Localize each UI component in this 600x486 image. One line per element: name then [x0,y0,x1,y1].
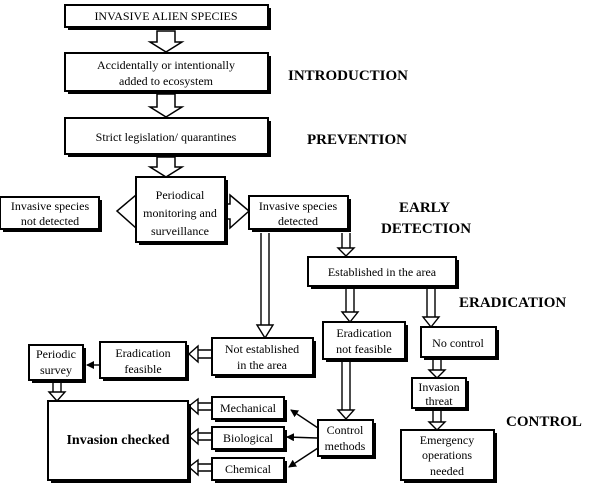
stage-introduction: INTRODUCTION [288,68,408,84]
svg-text:Eradication: Eradication [115,346,170,360]
svg-text:Periodical: Periodical [156,188,205,202]
arrow-no-control-threat [432,360,442,370]
node-detected: Invasive species detected [248,195,351,232]
node-not-detected: Invasive species not detected [0,196,102,232]
svg-text:Periodic: Periodic [36,347,76,361]
svg-text:needed: needed [430,464,464,478]
node-introduced: Accidentally or intentionally added to e… [64,52,271,94]
svg-text:threat: threat [425,394,453,408]
node-eradication-not-feasible: Eradication not feasible [322,321,408,362]
svg-text:Biological: Biological [223,431,274,445]
arrow-threat-emergency [432,411,442,422]
arrow-chemical-checked [198,463,212,472]
node-mechanical: Mechanical [211,396,287,422]
block-arrow-2 [147,93,185,118]
arrow-control-biological [286,433,318,442]
arrow-biological-checked [198,432,212,441]
svg-text:Strict legislation/ quarantine: Strict legislation/ quarantines [96,130,237,144]
svg-text:No control: No control [432,336,484,350]
arrow-not-established-feasible [198,349,212,359]
node-biological: Biological [211,426,287,452]
svg-text:Control: Control [327,423,364,437]
svg-text:operations: operations [422,448,472,462]
node-control-methods: Control methods [317,419,376,459]
node-emergency-operations: Emergency operations needed [400,429,497,483]
stage-detection: DETECTION [381,221,471,237]
svg-text:Invasion: Invasion [418,380,459,394]
node-no-control: No control [420,326,499,360]
node-invasion-checked: Invasion checked [47,400,191,483]
svg-text:added to ecosystem: added to ecosystem [119,74,214,88]
svg-text:Mechanical: Mechanical [220,401,277,415]
svg-text:feasible: feasible [124,362,161,376]
stage-eradication: ERADICATION [459,295,566,311]
arrow-not-feasible-control [341,362,351,410]
svg-text:Emergency: Emergency [420,433,474,447]
node-legislation: Strict legislation/ quarantines [64,117,271,157]
svg-text:survey: survey [40,363,72,377]
svg-text:Eradication: Eradication [336,326,391,340]
svg-text:Chemical: Chemical [225,462,272,476]
svg-text:in the area: in the area [237,358,288,372]
svg-text:Invasion checked: Invasion checked [66,433,169,448]
node-chemical: Chemical [211,457,287,483]
node-periodic-survey: Periodic survey [28,344,86,383]
svg-text:not feasible: not feasible [336,342,392,356]
arrow-detected-not-established [260,233,270,325]
stage-control: CONTROL [506,414,582,430]
stage-prevention: PREVENTION [307,132,407,148]
svg-text:INVASIVE ALIEN SPECIES: INVASIVE ALIEN SPECIES [94,9,237,23]
node-invasive-alien-species: INVASIVE ALIEN SPECIES [64,4,271,30]
node-invasion-threat: Invasion threat [411,377,469,411]
svg-text:Accidentally or intentionally: Accidentally or intentionally [97,58,235,72]
svg-text:surveillance: surveillance [151,224,209,238]
node-monitoring: Periodical monitoring and surveillance [135,176,228,245]
node-established: Established in the area [307,256,459,289]
arrow-detected-established [341,233,351,248]
svg-text:Not established: Not established [225,342,299,356]
arrow-mechanical-checked [198,402,212,411]
node-eradication-feasible: Eradication feasible [99,341,189,381]
node-not-established: Not established in the area [211,337,316,378]
svg-text:Invasive species: Invasive species [259,199,338,213]
svg-text:methods: methods [325,439,366,453]
arrow-established-not-feasible [345,289,355,312]
stage-early: EARLY [399,200,450,216]
svg-text:detected: detected [278,214,318,228]
arrow-established-no-control [426,289,436,317]
arrow-control-chemical [288,447,319,468]
arrow-control-mechanical [290,409,319,429]
svg-text:Invasive species: Invasive species [11,199,90,213]
block-arrow-3 [147,156,185,178]
svg-text:not detected: not detected [21,214,79,228]
block-arrow-1 [147,30,185,53]
svg-text:monitoring and: monitoring and [143,206,217,220]
svg-text:Established in the area: Established in the area [328,265,437,279]
